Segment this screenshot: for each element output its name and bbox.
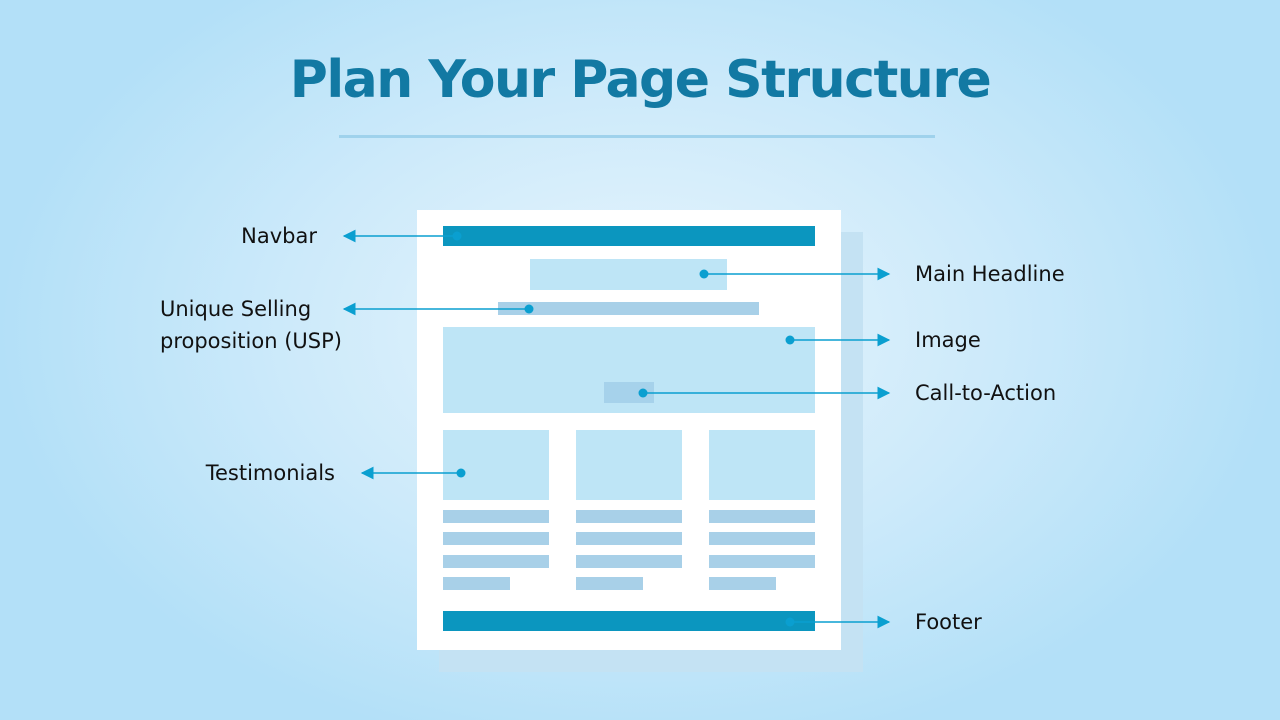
wireframe-navbar xyxy=(443,226,815,246)
label-usp: Unique Selling proposition (USP) xyxy=(160,293,342,357)
label-cta: Call-to-Action xyxy=(915,381,1057,405)
wireframe-text-line xyxy=(576,577,643,590)
wireframe-cta xyxy=(604,382,654,403)
wireframe-testimonial-card xyxy=(576,430,682,500)
wireframe-text-line xyxy=(709,555,815,568)
footer-connector xyxy=(785,615,891,629)
wireframe-testimonial-card xyxy=(709,430,815,500)
navbar-connector xyxy=(342,229,462,243)
wireframe-page xyxy=(417,210,841,650)
label-testimonials: Testimonials xyxy=(205,461,335,485)
wireframe-testimonial-card xyxy=(443,430,549,500)
wireframe-text-line xyxy=(576,510,682,523)
label-image: Image xyxy=(915,328,981,352)
wireframe-text-line xyxy=(576,532,682,545)
wireframe-text-line xyxy=(443,532,549,545)
label-usp-line1: Unique Selling xyxy=(160,297,312,321)
label-footer: Footer xyxy=(915,610,982,634)
title-underline xyxy=(339,135,935,138)
cta-connector xyxy=(638,386,891,400)
wireframe-text-line xyxy=(443,555,549,568)
wireframe-usp xyxy=(498,302,759,315)
wireframe-text-line xyxy=(576,555,682,568)
testimonials-connector xyxy=(360,466,466,480)
usp-connector xyxy=(342,302,534,316)
wireframe-main-headline xyxy=(530,259,727,290)
image-connector xyxy=(785,333,891,347)
wireframe-text-line xyxy=(709,577,776,590)
label-navbar: Navbar xyxy=(241,224,317,248)
main-headline-connector xyxy=(699,267,891,281)
label-main-headline: Main Headline xyxy=(915,262,1065,286)
wireframe-footer xyxy=(443,611,815,631)
page-title: Plan Your Page Structure xyxy=(289,50,992,110)
wireframe-text-line xyxy=(709,510,815,523)
wireframe-text-line xyxy=(443,577,510,590)
wireframe-text-line xyxy=(443,510,549,523)
label-usp-line2: proposition (USP) xyxy=(160,329,342,353)
wireframe-text-line xyxy=(709,532,815,545)
